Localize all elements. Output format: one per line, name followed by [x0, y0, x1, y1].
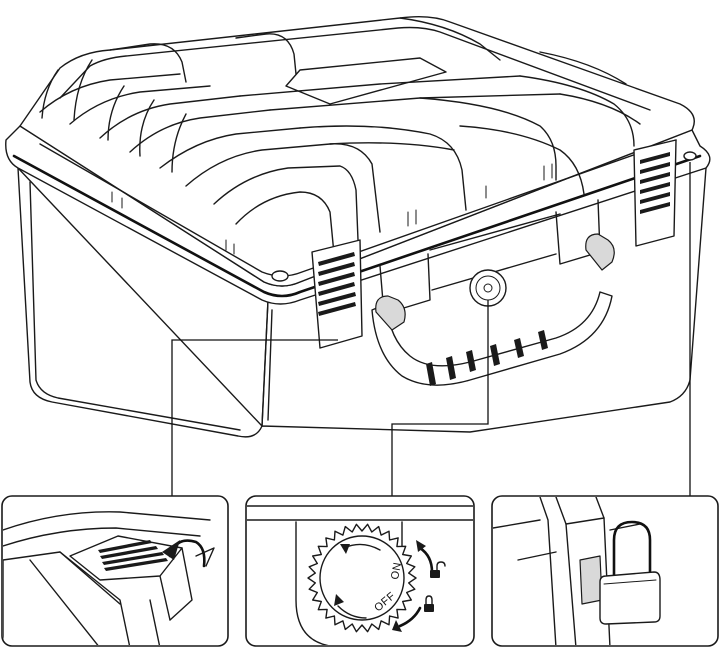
locked-padlock-icon — [424, 595, 434, 612]
left-latch-grip — [318, 252, 356, 316]
padlock-detail — [491, 495, 719, 647]
lid-ribs — [39, 17, 641, 255]
case-main-view — [5, 15, 711, 438]
handle-grip-ribs — [426, 330, 548, 386]
latch-detail — [1, 495, 229, 647]
padlock-icon — [599, 520, 661, 625]
valve-dial: ON OFF — [307, 523, 434, 633]
leader-lines — [171, 162, 691, 496]
carry-handle — [371, 291, 613, 386]
valve-on-label: ON — [389, 561, 404, 580]
right-latch-grip — [640, 152, 670, 214]
lift-arrow-head — [162, 540, 180, 560]
unlocked-padlock-icon — [430, 561, 446, 578]
lid-shell — [19, 15, 695, 287]
lid-studs — [111, 163, 553, 255]
valve-detail: ON OFF — [245, 495, 475, 647]
